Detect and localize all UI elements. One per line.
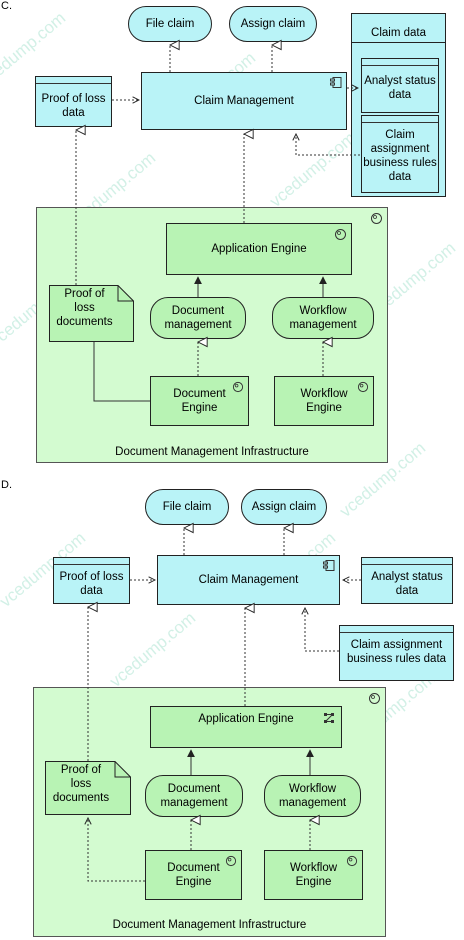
device-icon <box>324 713 334 723</box>
workflow-engine-label: Workflow Engine <box>289 862 338 888</box>
proof-of-loss-documents-artifact: Proof of loss documents <box>45 761 131 815</box>
application-engine-label: Application Engine <box>198 713 294 725</box>
claim-management-label: Claim Management <box>198 574 299 586</box>
document-management-service: Document management <box>145 775 243 817</box>
workflow-management-service: Workflow management <box>264 775 361 817</box>
document-engine-label: Document Engine <box>167 862 220 888</box>
system-software-icon <box>232 381 244 393</box>
proof-of-loss-documents-label: Proof of loss documents <box>56 288 113 328</box>
business-rules-data-object: Claim assignment business rules data <box>339 625 454 681</box>
watermark: vcedump.com <box>105 608 200 691</box>
claim-data-title: Claim data <box>371 27 426 39</box>
workflow-engine-label: Workflow Engine <box>300 388 348 414</box>
proof-of-loss-data-object: Proof of loss data <box>53 557 130 604</box>
assign-claim-service: Assign claim <box>241 489 327 525</box>
claim-management-label: Claim Management <box>194 95 294 107</box>
component-icon <box>330 77 342 88</box>
analyst-status-data-object: Analyst status data <box>361 58 439 113</box>
system-software-icon <box>357 381 369 393</box>
analyst-status-data-label: Analyst status data <box>364 75 436 101</box>
business-rules-data-object: Claim assignment business rules data <box>361 115 439 193</box>
claim-data-group: Claim data Analyst status data Claim ass… <box>351 13 446 197</box>
application-engine-system-software: Application Engine <box>150 706 342 748</box>
application-engine-label: Application Engine <box>211 243 307 255</box>
claim-management-component: Claim Management <box>157 555 340 605</box>
system-software-icon <box>335 229 346 240</box>
proof-of-loss-documents-label: Proof of loss documents <box>52 764 110 804</box>
document-engine-label: Document Engine <box>173 388 226 414</box>
application-engine-system-software: Application Engine <box>166 223 352 275</box>
access-connector <box>305 608 339 652</box>
node-icon <box>371 213 382 224</box>
proof-of-loss-data-label: Proof of loss data <box>59 571 124 597</box>
system-software-icon <box>225 855 237 867</box>
proof-of-loss-data-object: Proof of loss data <box>35 76 112 127</box>
document-engine-system-software: Document Engine <box>150 376 249 426</box>
option-label-c: C. <box>1 0 12 12</box>
analyst-status-data-object: Analyst status data <box>361 557 453 604</box>
document-engine-system-software: Document Engine <box>145 850 242 900</box>
option-label-d: D. <box>1 479 12 491</box>
component-icon <box>323 560 335 571</box>
claim-management-component: Claim Management <box>141 72 347 130</box>
workflow-management-service: Workflow management <box>272 297 374 339</box>
file-claim-service: File claim <box>145 489 229 525</box>
workflow-engine-system-software: Workflow Engine <box>274 376 374 426</box>
assign-claim-service: Assign claim <box>229 6 317 42</box>
infrastructure-label: Document Management Infrastructure <box>115 446 309 458</box>
analyst-status-data-label: Analyst status data <box>371 571 443 597</box>
infrastructure-label: Document Management Infrastructure <box>112 919 307 931</box>
watermark: vcedump.com <box>265 128 360 211</box>
node-icon <box>369 693 380 704</box>
file-claim-service: File claim <box>128 6 212 42</box>
document-management-service: Document management <box>150 297 246 339</box>
system-software-icon <box>346 855 358 867</box>
workflow-engine-system-software: Workflow Engine <box>264 850 363 900</box>
business-rules-data-label: Claim assignment business rules data <box>346 639 447 665</box>
proof-of-loss-data-label: Proof of loss data <box>41 93 106 119</box>
business-rules-data-label: Claim assignment business rules data <box>363 129 437 183</box>
proof-of-loss-documents-artifact: Proof of loss documents <box>49 285 134 342</box>
